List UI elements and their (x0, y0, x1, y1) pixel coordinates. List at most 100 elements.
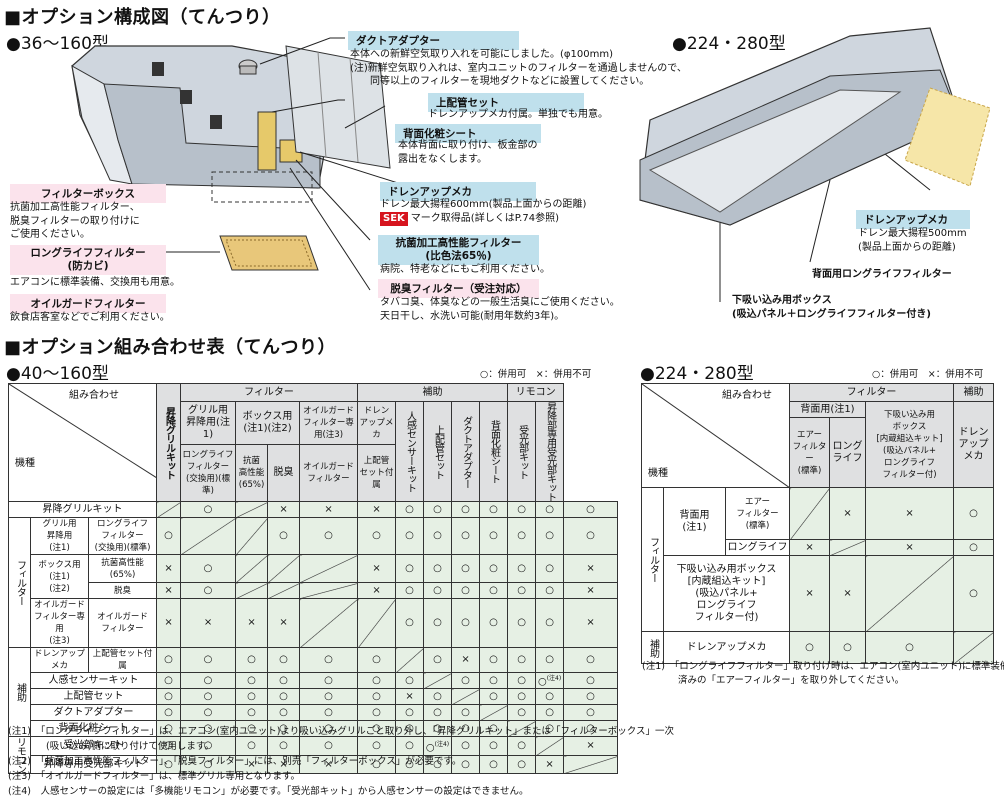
cell: × (395, 688, 425, 706)
cell: × (267, 755, 301, 775)
cell: ○ (535, 554, 565, 583)
cell: ○ (451, 671, 481, 690)
cell: ○ (789, 631, 831, 664)
cell (507, 720, 537, 738)
cell: ○ (953, 539, 995, 556)
cell (865, 555, 955, 632)
row-label: 上配管セット付属 (87, 647, 158, 673)
hdr-receiver: 受光部キット (507, 401, 537, 502)
cell: ○ (451, 720, 481, 738)
cell: ○ (479, 598, 509, 648)
cell: ○ (423, 720, 453, 738)
cell: ○ (395, 704, 425, 722)
longlife-desc: エアコンに標準装備、交換用も用意。 (10, 277, 180, 288)
row-label: 昇降グリルキット (7, 501, 158, 518)
antibac-label: 抗菌加工高性能フィルター(比色法65％) (378, 235, 539, 265)
upper-pipe-label: 上配管セット (428, 93, 584, 112)
hdr-longlife: ロングライフフィルター(交換用)(標準) (180, 444, 237, 502)
cell (423, 671, 453, 690)
r-hdr-longlife: ロングライフ (829, 417, 867, 488)
cell: ○ (395, 755, 425, 775)
cell: ○ (235, 688, 269, 706)
cell: ○ (507, 671, 537, 690)
cell: ○ (423, 582, 453, 599)
row-label: オイルガードフィルター (87, 598, 158, 648)
cell: ○ (563, 671, 618, 690)
cell: ○ (479, 647, 509, 673)
cell: × (535, 755, 565, 775)
cell: ○ (451, 517, 481, 555)
table-row: 背面化粧シート○○○○○○○○○○○○ (9, 720, 618, 738)
cell: ○(注4) (535, 671, 565, 690)
cell: × (235, 598, 269, 648)
cell: ○ (451, 582, 481, 599)
table-row: ロングライフ××○ (642, 539, 995, 556)
cell: × (789, 555, 831, 632)
back-sheet-label: 背面化粧シート (395, 124, 541, 143)
cell: × (156, 554, 182, 583)
table-row: 下吸い込み用ボックス[内蔵組込キット](吸込パネル+ロングライフフィルター付)×… (642, 555, 995, 632)
cell: ○ (395, 517, 425, 555)
side-hojo: 補助 (8, 646, 31, 738)
deodor-desc: タバコ臭、体臭などの一般生活臭にご使用ください。天日干し、水洗い可能(耐用年数約… (380, 297, 620, 322)
cell: ○ (395, 598, 425, 648)
hdr-joh: 上配管セット付属 (357, 444, 397, 502)
cell: ○ (423, 517, 453, 555)
row-group-label: ボックス用(注1)(注2) (30, 554, 89, 599)
cell: ○ (423, 704, 453, 722)
cell: ○ (357, 671, 397, 690)
row-label: 上配管セット (29, 688, 158, 706)
cell: ○ (395, 501, 425, 518)
cell: ○ (180, 501, 237, 518)
cell: ○ (156, 704, 182, 722)
cell (299, 582, 359, 599)
cell: × (789, 539, 831, 556)
cell: ○ (563, 688, 618, 706)
hdr-back: 背面化粧シート (479, 401, 509, 502)
duct-adapter-illust (238, 59, 258, 75)
cell: × (299, 501, 359, 518)
table-row: オイルガードフィルター専用(注3)オイルガードフィルター××××○○○○○○× (9, 598, 618, 648)
filter-box-desc: 抗菌加工高性能フィルター、脱臭フィルターの取り付けにご使用ください。 (10, 202, 140, 240)
combo-model-small: ●40〜160型 (6, 364, 109, 384)
cell: ○ (507, 688, 537, 706)
hdr-sho-receiver: 昇降部専用受光部キット (535, 401, 565, 502)
hdr-antibac: 抗菌高性能(65%) (235, 444, 269, 502)
hdr-remocon: リモコン (507, 383, 565, 402)
cell: ○ (479, 554, 509, 583)
cell: ○ (479, 736, 509, 757)
cell: ○ (156, 688, 182, 706)
cell: ○ (180, 554, 237, 583)
table-row: 人感センサーキット○○○○○○○○○○○(注4)○ (9, 671, 618, 690)
indoor-unit-224-280 (639, 27, 991, 226)
cell: ○ (235, 736, 269, 757)
cell (267, 582, 301, 599)
cell: ○ (451, 598, 481, 648)
cell: × (865, 487, 955, 540)
cell: × (156, 582, 182, 599)
cell (395, 647, 425, 673)
cell: × (563, 582, 618, 599)
row-label: 脱臭 (87, 582, 158, 599)
cell: ○ (535, 647, 565, 673)
footnote-3: (注3) 「オイルガードフィルター」は、標準グリル専用となります。 (8, 771, 300, 782)
row-label: 昇降専用受光部キット (29, 755, 158, 775)
hdr-oil: オイルガードフィルター専用(注3) (299, 400, 359, 446)
r-hdr-model: 機種 (648, 468, 668, 479)
r-corner-cell: 組み合わせ 機種 (640, 383, 791, 488)
hdr-deodor: 脱臭 (267, 444, 301, 502)
cell: ○ (451, 554, 481, 583)
cell: ○ (235, 671, 269, 690)
cell: ○ (299, 688, 359, 706)
hdr-upper: 上配管セット (423, 401, 453, 502)
row-label: ロングライフ (724, 539, 791, 556)
table-row: ボックス用(注1)(注2)抗菌高性能(65%)×○×○○○○○○× (9, 554, 618, 599)
cell: ○ (267, 688, 301, 706)
cell: × (156, 598, 182, 648)
cell: ○ (180, 671, 237, 690)
cell: ○ (865, 631, 955, 664)
cell: ○ (357, 517, 397, 555)
cell: ○ (357, 704, 397, 722)
cell (479, 704, 509, 722)
cell: ○ (357, 688, 397, 706)
